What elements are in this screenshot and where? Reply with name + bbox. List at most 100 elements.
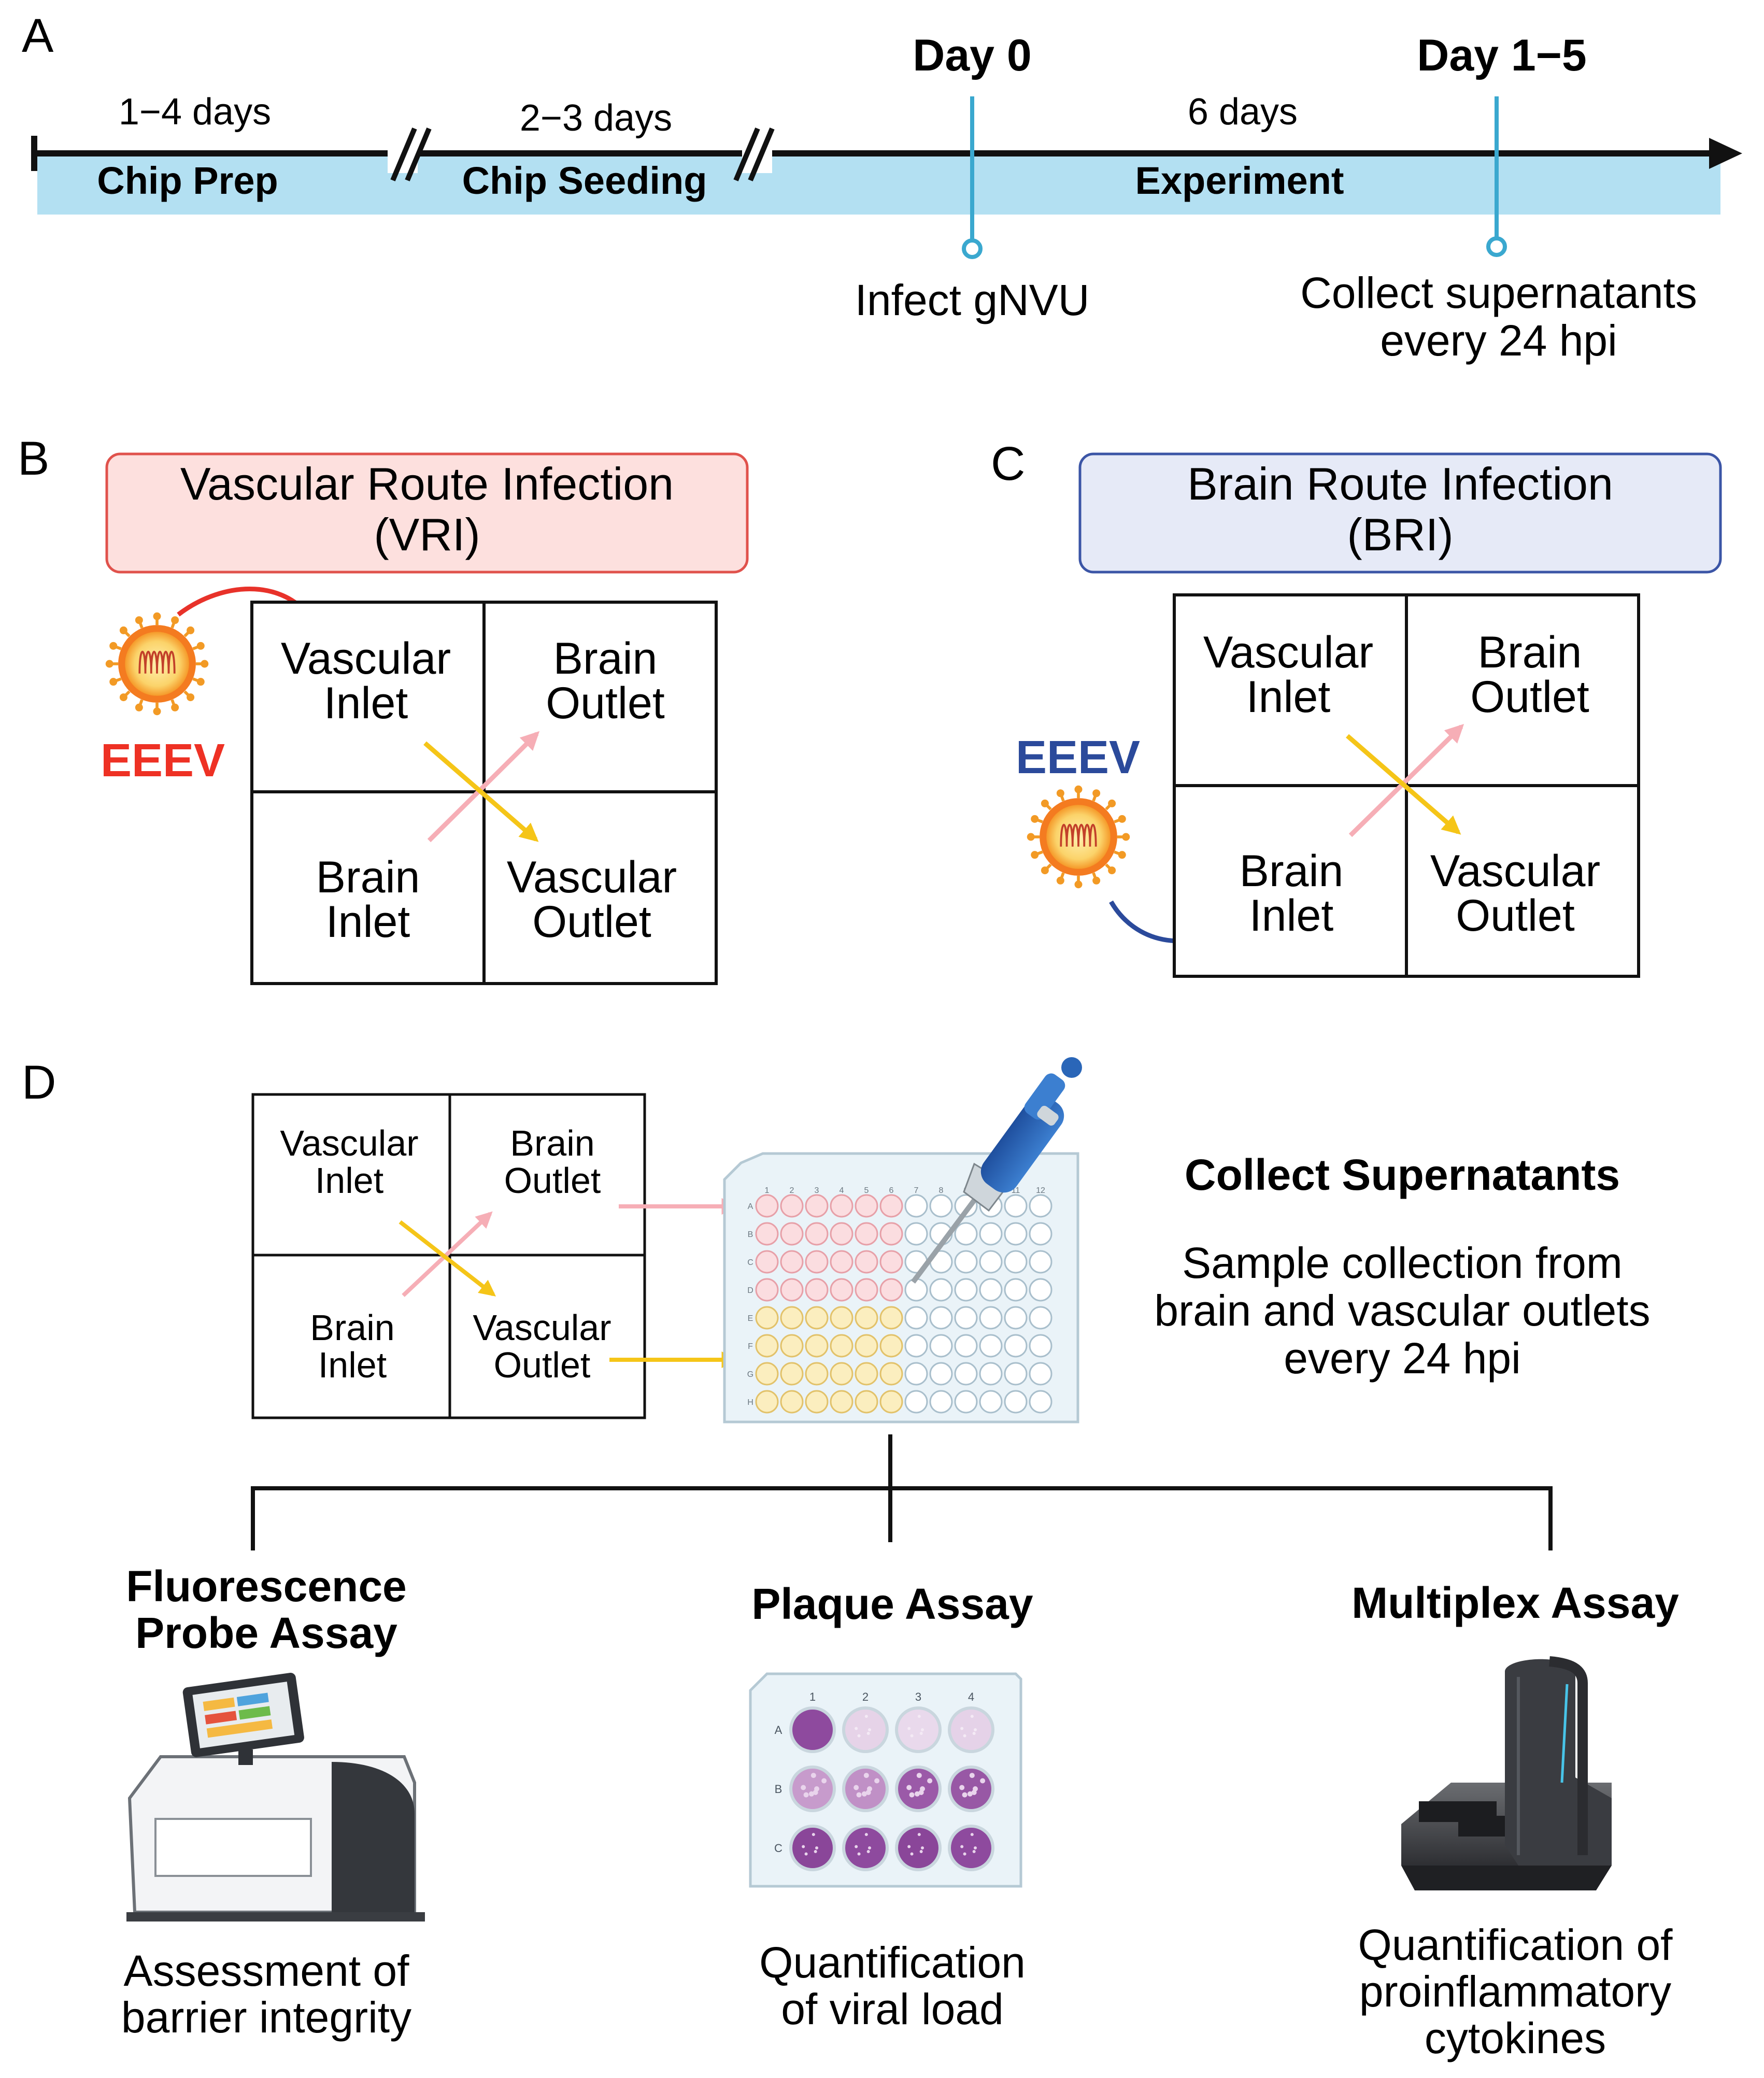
plate-well [1029,1390,1052,1414]
plate-row-label: G [747,1370,753,1379]
plaque-spot [874,1778,880,1784]
collect-supernatants-title: Collect Supernatants [1185,1150,1620,1199]
timeline-arrowhead [1709,138,1742,169]
plate-well [979,1334,1003,1358]
plate-well [879,1250,903,1274]
plate-well [1029,1278,1052,1302]
plate-well [1004,1194,1028,1218]
plaque-spot [969,1773,975,1778]
plate-well [805,1278,829,1302]
qd-brain-inlet-1: Brain [310,1307,394,1348]
bri-title-1: Brain Route Infection [1187,458,1613,509]
plate-well [780,1390,804,1414]
plaque-spot [921,1728,924,1731]
eeev-label-blue: EEEV [1016,732,1140,784]
qd-vascular-outlet-1: Vascular [473,1307,611,1348]
panel-a-timeline: A 1−4 days 2−3 days 6 days Chip Prep Chi… [22,9,1742,365]
plate-col-label: 5 [864,1186,869,1195]
plaque-col-label: 2 [862,1690,869,1703]
plate-well [1004,1334,1028,1358]
plaque-spot [960,1845,964,1848]
assay-fluorescence-desc-1: Assessment of [124,1946,410,1995]
qd-brain-inlet-2: Inlet [318,1345,387,1385]
plaque-spot [857,1734,861,1738]
panel-b-vri: B Vascular Route Infection (VRI) EEEV Va… [18,432,749,985]
qc-vascular-inlet-1: Vascular [1203,628,1373,677]
multiplex-analyzer-icon [1401,1656,1612,1890]
vri-title-1: Vascular Route Infection [180,458,674,509]
chip-grid-d: Vascular Inlet Brain Outlet Brain Inlet … [251,1093,646,1419]
qc-brain-inlet-2: Inlet [1249,891,1334,941]
plaque-spot [907,1845,911,1848]
q-brain-outlet-2: Outlet [546,678,665,728]
panel-c-bri: C Brain Route Infection (BRI) EEEV Vascu… [991,437,1722,978]
qc-brain-inlet-1: Brain [1240,846,1344,896]
plaque-spot [963,1852,966,1856]
plaque-spot [921,1846,924,1849]
plate-col-label: 1 [765,1186,770,1195]
eeev-virus-icon-c [1027,786,1130,889]
plaque-spot [855,1845,858,1848]
panel-letter-d: D [22,1056,56,1109]
plaque-spot [864,1715,868,1718]
plaque-spot [960,1727,964,1730]
plaque-well [842,1766,889,1812]
plaque-spot [814,1849,817,1853]
plate-row-label: C [747,1258,753,1267]
plate-well [805,1222,829,1246]
plate-well [879,1222,903,1246]
plaque-well [842,1825,889,1871]
panel-d-collection: D Vascular Inlet Brain Outlet Brain Inle… [22,1056,1679,2062]
branch-lines [251,1434,1553,1550]
duration-prep: 1−4 days [119,91,271,133]
assay-multiplex-desc-1: Quantification of [1358,1920,1673,1969]
plate-well [1004,1390,1028,1414]
plaque-row-label: A [775,1724,783,1737]
plaque-spot [927,1778,933,1784]
duration-seed: 2−3 days [520,97,672,139]
plate-well [855,1334,878,1358]
plate-well [1004,1306,1028,1330]
plate-col-label: 3 [815,1186,819,1195]
q-brain-inlet-2: Inlet [326,897,410,947]
plate-well [904,1362,928,1386]
plate-well [805,1334,829,1358]
plate-well [954,1222,978,1246]
qc-vascular-inlet-2: Inlet [1246,672,1331,722]
plate-well [954,1278,978,1302]
plaque-well [895,1825,942,1871]
q-brain-inlet-1: Brain [316,852,420,902]
plate-well [780,1334,804,1358]
plate-well [1004,1362,1028,1386]
plate-well [1029,1222,1052,1246]
plate-well [755,1390,779,1414]
assay-plaque-title: Plaque Assay [751,1579,1033,1628]
plate-well [855,1194,878,1218]
eeev-virus-icon [106,613,209,716]
plaque-spot [868,1728,871,1731]
assay-plaque-desc-1: Quantification [759,1938,1026,1987]
assay-fluorescence-desc-2: barrier integrity [121,1993,411,2042]
plaque-spot [962,1792,968,1798]
plaque-spot [866,1849,870,1853]
label-collect-1: Collect supernatants [1300,268,1697,317]
plaque-spot [808,1791,814,1797]
plate-well [755,1222,779,1246]
plaque-spot [868,1846,871,1849]
plate-well [929,1278,953,1302]
plaque-well [948,1766,994,1812]
plaque-spot [971,1789,977,1795]
plaque-spot [856,1792,862,1798]
plate-well [1004,1278,1028,1302]
plate-well [755,1278,779,1302]
plate-well [904,1194,928,1218]
assay-multiplex-desc-3: cytokines [1425,2014,1606,2062]
plate-col-label: 6 [889,1186,894,1195]
plate-well [954,1362,978,1386]
q-vascular-inlet-1: Vascular [281,634,451,684]
plate-well [929,1390,953,1414]
plate-well [879,1390,903,1414]
plate-well [780,1194,804,1218]
plaque-spot [909,1792,915,1798]
plaque-spot [863,1773,869,1778]
